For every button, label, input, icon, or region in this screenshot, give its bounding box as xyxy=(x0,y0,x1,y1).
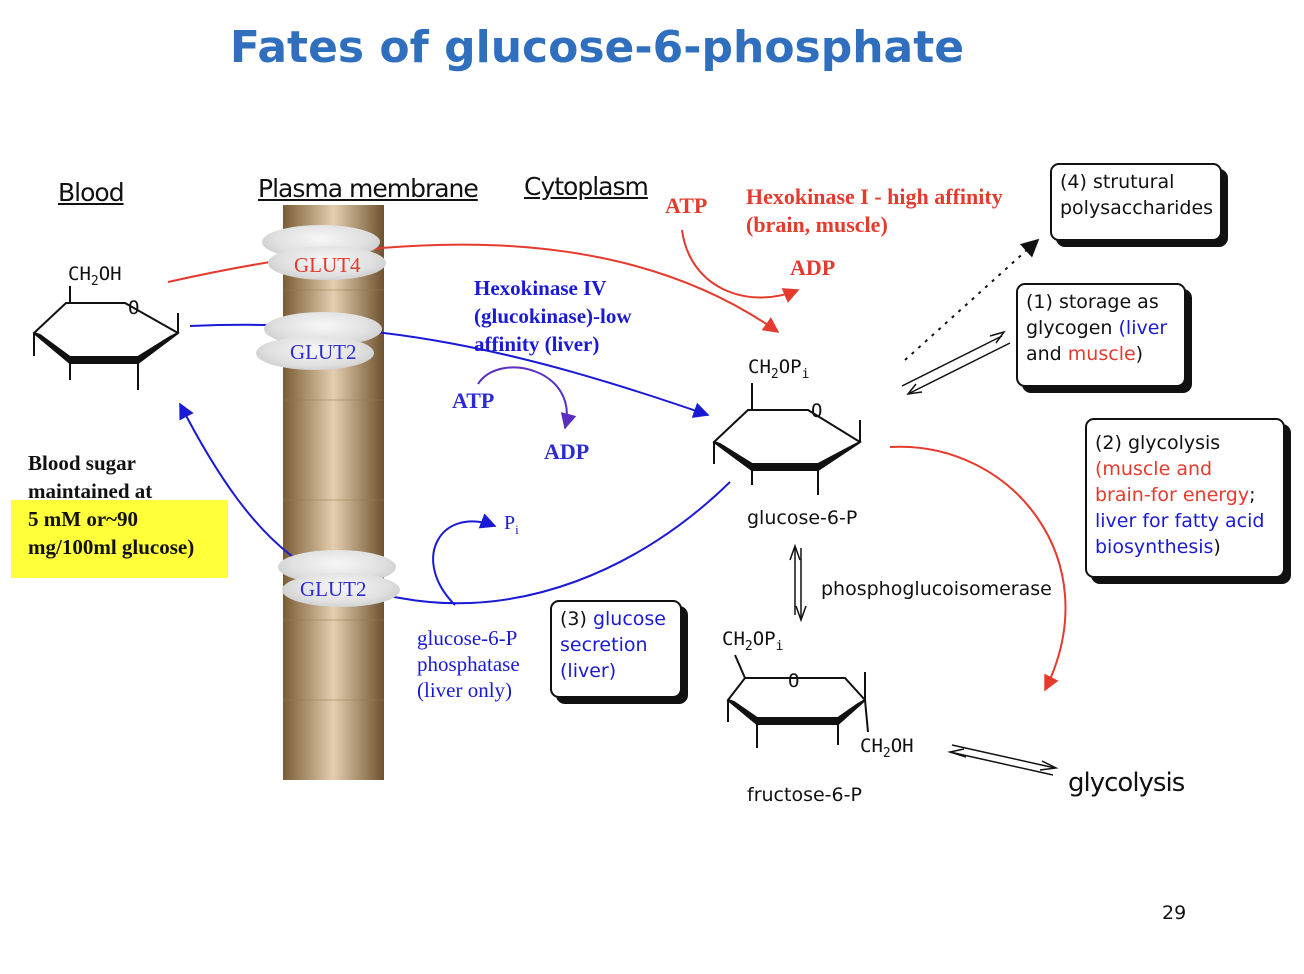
hk4-atp-arrow xyxy=(477,366,577,430)
highlight-box xyxy=(11,500,228,578)
glut4-label: GLUT4 xyxy=(294,253,361,277)
glut4-transporter-lower xyxy=(268,246,386,280)
isomerase-label: phosphoglucoisomerase xyxy=(821,578,1052,600)
storage-equilibrium-arrows xyxy=(901,330,1011,396)
page-number: 29 xyxy=(1162,902,1187,924)
box-glucose-secretion: (3) glucose secretion (liver) xyxy=(550,600,682,698)
glycolysis-label: glycolysis xyxy=(1068,768,1185,798)
glut2-bottom-label: GLUT2 xyxy=(300,577,367,601)
f6p-ring xyxy=(726,654,869,748)
secretion-arrow xyxy=(179,402,731,605)
cytoplasm-header: Cytoplasm xyxy=(524,172,649,201)
glycolysis-equilibrium-arrows xyxy=(947,744,1059,776)
glucose-ring-o: O xyxy=(128,297,140,319)
g6p-label: glucose-6-P xyxy=(747,507,858,529)
hk1-atp-arrow xyxy=(681,229,800,303)
box-glycolysis: (2) glycolysis (muscle and brain-for ene… xyxy=(1085,418,1285,578)
hexokinase-4-label: Hexokinase IV (glucokinase)-low affinity… xyxy=(474,276,632,356)
membrane-header: Plasma membrane xyxy=(258,174,479,203)
hk1-adp-label: ADP xyxy=(790,255,836,280)
glucose-ring xyxy=(32,286,180,390)
f6p-ring-o: O xyxy=(788,670,800,692)
box-structural-polysaccharides: (4) strutural polysaccharides xyxy=(1050,163,1222,241)
blood-header: Blood xyxy=(58,178,125,207)
plasma-membrane xyxy=(283,205,384,780)
f6p-ch2oh: CH2OH xyxy=(860,735,914,761)
hk1-atp-label: ATP xyxy=(665,193,708,218)
f6p-ch2opi: CH2OPi xyxy=(722,628,784,654)
structural-dotted-arrow xyxy=(904,238,1040,361)
pi-label: Pi xyxy=(504,512,519,537)
pi-loop-arrow xyxy=(432,513,497,606)
glut4-arrow xyxy=(167,243,780,333)
blood-sugar-note: Blood sugar maintained at 5 mM or~90 mg/… xyxy=(28,451,195,559)
g6p-ch2opi: CH2OPi xyxy=(748,356,810,382)
glut2-transporter-bottom-lower xyxy=(282,573,400,607)
hk4-adp-label: ADP xyxy=(544,439,590,464)
f6p-label: fructose-6-P xyxy=(747,784,862,806)
glucose-ch2oh: CH2OH xyxy=(68,263,122,289)
glut2-transporter-top-lower xyxy=(256,336,374,370)
hk4-atp-label: ATP xyxy=(452,388,495,413)
glut2-top-label: GLUT2 xyxy=(290,340,357,364)
glycolysis-arrow xyxy=(889,445,1067,692)
g6p-ring xyxy=(712,383,862,495)
page-title: Fates of glucose-6-phosphate xyxy=(229,22,965,73)
phosphatase-label: glucose-6-P phosphatase (liver only) xyxy=(417,626,520,702)
g6p-ring-o: O xyxy=(811,400,823,422)
box-glycogen-storage: (1) storage as glycogen (liver and muscl… xyxy=(1016,283,1186,387)
isomerase-arrows xyxy=(789,543,807,623)
hexokinase-1-label: Hexokinase I - high affinity (brain, mus… xyxy=(746,184,1003,237)
